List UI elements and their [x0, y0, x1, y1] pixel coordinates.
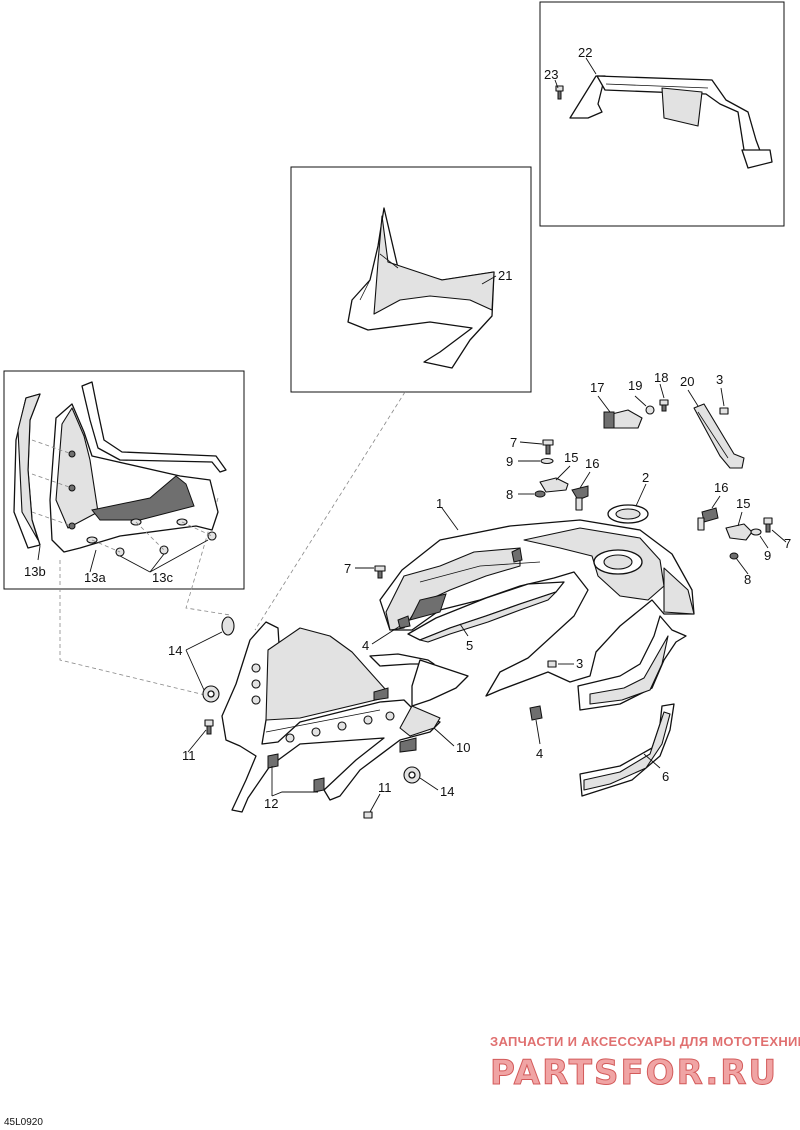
part-15-latch-left — [539, 477, 569, 493]
part-2-gasket-ring — [607, 504, 649, 524]
callout-13c: 13c — [152, 570, 173, 585]
callout-5: 5 — [466, 638, 473, 653]
inset-frame-windshield — [290, 166, 532, 393]
callout-1: 1 — [436, 496, 443, 511]
part-4-clip-right — [529, 705, 543, 721]
part-19-washer — [645, 405, 655, 415]
callout-11-right: 11 — [378, 780, 392, 795]
watermark-tagline: ЗАПЧАСТИ И АКСЕССУАРЫ ДЛЯ МОТОТЕХНИКИ — [490, 1034, 800, 1049]
part-14-grommet-top — [221, 616, 235, 636]
part-10-front-cowl — [221, 621, 469, 813]
part-7-screw-mid — [374, 565, 386, 579]
part-15-latch-right — [725, 523, 753, 541]
part-8-nut-left — [534, 490, 546, 498]
trim-strip — [81, 381, 227, 473]
part-6-side-trim — [579, 703, 675, 797]
watermark-logo: PARTSFOR.RU — [490, 1053, 778, 1093]
part-17-latch — [603, 409, 643, 429]
part-7-screw-left — [542, 439, 554, 455]
callout-10: 10 — [456, 740, 470, 755]
part-9-washer-right — [750, 528, 762, 536]
part-7-screw-right — [763, 517, 773, 533]
part-12-clips — [267, 753, 325, 793]
callout-21: 21 — [498, 268, 512, 283]
part-23-bolt — [555, 85, 564, 100]
callout-8-right: 8 — [744, 572, 751, 587]
callout-9-right: 9 — [764, 548, 771, 563]
callout-12: 12 — [264, 796, 278, 811]
inset-frame-side-panel — [3, 370, 245, 590]
part-3-screw-top — [719, 407, 729, 415]
callout-16-left: 16 — [585, 456, 599, 471]
callout-labels: 22 23 21 17 19 18 20 3 7 9 15 16 8 2 1 1… — [24, 45, 791, 811]
callout-19: 19 — [628, 378, 642, 393]
part-16-latch-left — [571, 485, 589, 511]
callout-4-right: 4 — [536, 746, 543, 761]
part-8-nut-right — [729, 552, 739, 560]
callout-22: 22 — [578, 45, 592, 60]
callout-15-left: 15 — [564, 450, 578, 465]
callout-15-right: 15 — [736, 496, 750, 511]
part-3-screw-right — [547, 660, 557, 668]
callout-18: 18 — [654, 370, 668, 385]
part-14-grommet-right — [403, 766, 421, 784]
leader-lines — [37, 57, 787, 813]
part-21-windshield — [347, 207, 495, 369]
callout-11-left: 11 — [182, 748, 196, 763]
diagram-code: 45L0920 — [4, 1117, 43, 1128]
part-22-bracket — [569, 75, 773, 169]
inset-frame-bracket — [539, 1, 785, 227]
callout-7-mid: 7 — [344, 561, 351, 576]
callout-6: 6 — [662, 769, 669, 784]
callout-7-right: 7 — [784, 536, 791, 551]
right-side-panel — [577, 615, 687, 711]
part-16-latch-right — [697, 507, 719, 531]
part-13a-side-panel — [49, 403, 219, 553]
part-13b-side-panel — [13, 393, 41, 549]
part-20-strap — [693, 403, 745, 469]
callout-14-left: 14 — [168, 643, 182, 658]
callout-13a: 13a — [84, 570, 106, 585]
part-13c-fasteners — [31, 439, 217, 557]
part-11-bolt-right — [363, 811, 373, 819]
callout-20: 20 — [680, 374, 694, 389]
callout-16-right: 16 — [714, 480, 728, 495]
part-1-upper-cowl — [379, 519, 695, 697]
callout-4-mid: 4 — [362, 638, 369, 653]
callout-3-right: 3 — [576, 656, 583, 671]
part-18-screw — [659, 399, 669, 412]
callout-9-left: 9 — [506, 454, 513, 469]
callout-17: 17 — [590, 380, 604, 395]
part-4-clip-mid — [397, 615, 411, 629]
callout-8-left: 8 — [506, 487, 513, 502]
part-11-bolt-left — [204, 719, 214, 735]
callout-2: 2 — [642, 470, 649, 485]
callout-14-right: 14 — [440, 784, 454, 799]
part-14-grommet-left — [202, 685, 220, 703]
part-5-lower-panel — [407, 581, 565, 643]
callout-3-top: 3 — [716, 372, 723, 387]
callout-13b: 13b — [24, 564, 46, 579]
callout-23: 23 — [544, 67, 558, 82]
dashed-connectors — [59, 391, 406, 696]
callout-7-left: 7 — [510, 435, 517, 450]
part-9-washer-left — [540, 457, 554, 465]
